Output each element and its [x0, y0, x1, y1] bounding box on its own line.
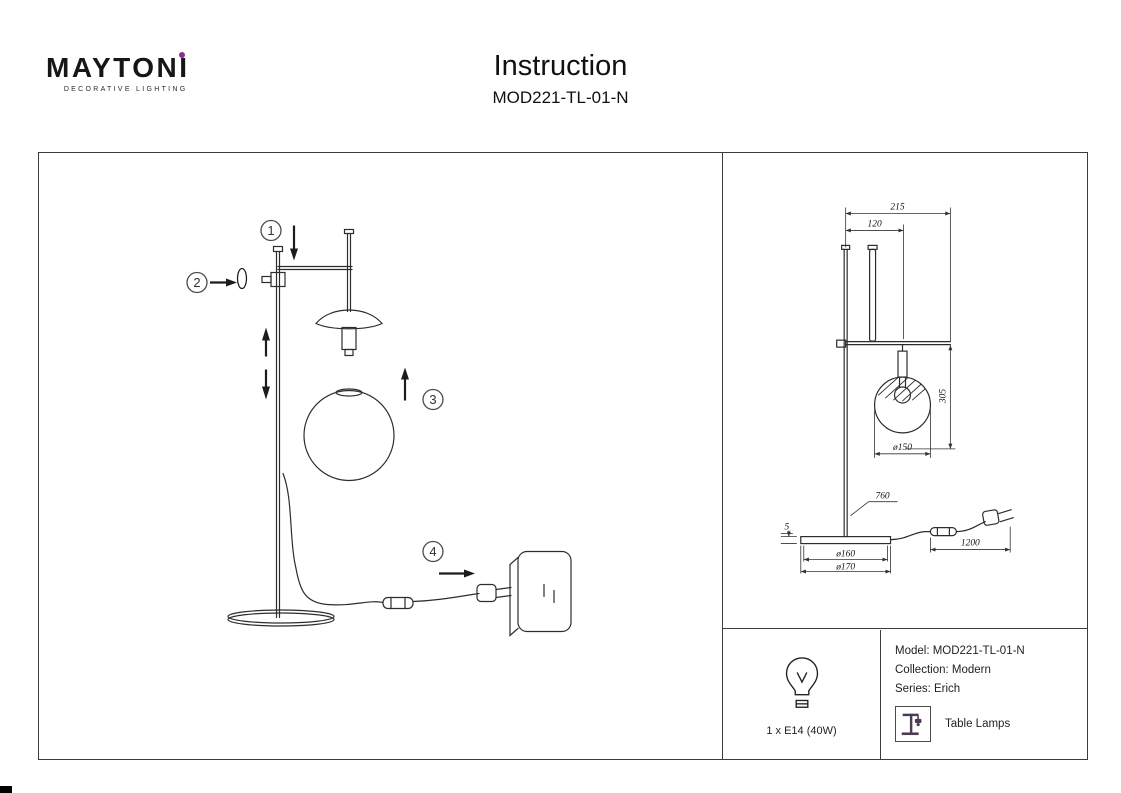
rotate-icon [236, 267, 248, 290]
assembly-diagram: 1 2 3 4 [186, 219, 572, 637]
step-marker-3: 3 [422, 388, 444, 411]
step-number-3: 3 [429, 392, 436, 407]
table-lamp-icon [895, 706, 931, 742]
dimension-lines [780, 207, 1011, 574]
dim-label-head-height: 305 [938, 389, 948, 404]
model-line: Model: MOD221-TL-01-N [895, 645, 1025, 657]
dim-label-base-outer-diameter: ø170 [835, 563, 855, 573]
dimensions-panel: 215 120 305 ø150 760 5 ø160 ø170 1200 [723, 153, 1087, 629]
brand-dot-icon [178, 52, 185, 58]
page-edge-mark [0, 786, 12, 793]
dim-label-total-height: 760 [875, 492, 889, 502]
dimension-diagram: 215 120 305 ø150 760 5 ø160 ø170 1200 [780, 202, 1014, 574]
brand-name: MAYTONI [46, 52, 190, 83]
table-lamp-glyph [901, 713, 922, 736]
assembly-arrows [210, 225, 475, 578]
category-row: Table Lamps [895, 706, 1077, 742]
dim-label-base-thickness: 5 [784, 523, 789, 533]
assembly-panel: 1 2 3 4 [39, 153, 723, 759]
dim-label-shade-diameter: ø150 [892, 443, 912, 453]
bulb-icon [785, 657, 818, 708]
lamp-drawing [227, 228, 572, 637]
step-marker-4: 4 [422, 540, 444, 563]
product-info-cell: Model: MOD221-TL-01-N Collection: Modern… [882, 630, 1087, 759]
page-title: Instruction [493, 50, 628, 82]
step-marker-1: 1 [260, 219, 282, 242]
step-number-4: 4 [429, 544, 436, 559]
collection-line: Collection: Modern [895, 664, 991, 676]
dim-label-base-inner-diameter: ø160 [835, 550, 855, 560]
brand-logo: MAYTONI DECORATIVE LIGHTING [46, 52, 190, 93]
step-marker-2: 2 [186, 271, 208, 294]
step-markers: 1 2 3 4 [186, 219, 444, 563]
bulb-spec-text: 1 x E14 (40W) [766, 725, 837, 737]
step-number-2: 2 [193, 275, 200, 290]
brand-name-text: MAYTONI [46, 52, 190, 83]
lamp-side-view [800, 244, 1014, 545]
series-line: Series: Erich [895, 683, 961, 695]
dim-label-arm-offset: 120 [867, 219, 881, 229]
dim-label-top-width: 215 [890, 202, 904, 212]
title-block: Instruction MOD221-TL-01-N [0, 50, 1121, 108]
category-label: Table Lamps [945, 718, 1011, 730]
dimension-labels: 215 120 305 ø150 760 5 ø160 ø170 1200 [784, 202, 980, 572]
bulb-spec-cell: 1 x E14 (40W) [723, 630, 881, 759]
diagram-area: 1 2 3 4 [38, 152, 1088, 760]
model-number: MOD221-TL-01-N [492, 88, 629, 107]
dim-label-cable-length: 1200 [961, 539, 980, 549]
step-number-1: 1 [267, 223, 274, 238]
brand-tagline: DECORATIVE LIGHTING [63, 86, 188, 93]
